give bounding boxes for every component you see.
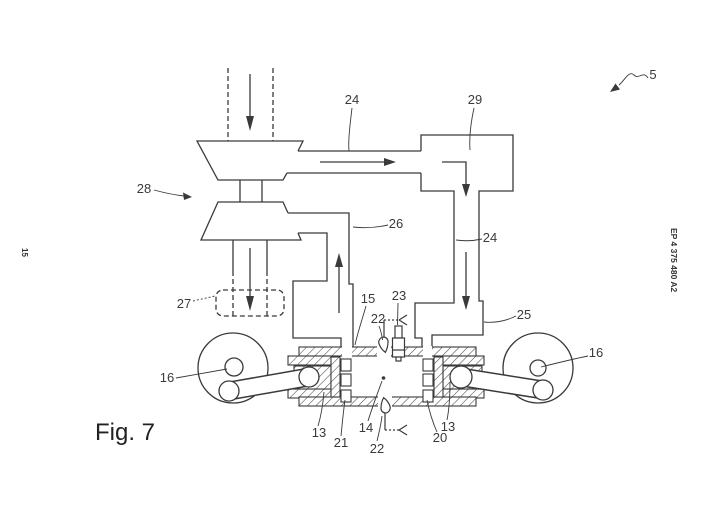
outlet-silencer-box (215, 289, 285, 317)
leader-25 (483, 315, 517, 323)
turbo-shaft (239, 180, 263, 202)
leader-13-left (317, 391, 325, 427)
piston-left-crown (330, 356, 341, 398)
leader-27 (192, 295, 216, 302)
injector-tip (395, 356, 402, 362)
leader-16-left (175, 368, 228, 379)
ref-25: 25 (517, 307, 531, 322)
ref-16-right: 16 (589, 345, 603, 360)
junction-downpipe-intakebox (414, 134, 514, 347)
exhaust-duct (288, 212, 354, 347)
valve-bottom-fork-icon (398, 424, 408, 436)
leader-13-right (446, 381, 451, 421)
inlet-dashed-lines (227, 68, 274, 141)
valve-bottom-shape (380, 396, 391, 414)
injector-stem (394, 325, 403, 339)
ref-15: 15 (361, 291, 375, 306)
port-left-top (340, 358, 352, 372)
port-right-top (422, 358, 434, 372)
crankshaft-right (529, 359, 547, 377)
injector-leader (397, 302, 399, 326)
inlet-flow-arrowhead-icon (246, 116, 254, 131)
top-duct-arrowhead-icon (384, 158, 396, 166)
ref-13-left: 13 (312, 425, 326, 440)
junction-arrowhead-icon (462, 184, 470, 197)
intake-channel-gap-right (423, 346, 432, 358)
conrod-right-fill (453, 369, 551, 398)
ref-20: 20 (433, 430, 447, 445)
ref-14: 14 (359, 420, 373, 435)
outlet-flow-arrowhead-icon (246, 296, 254, 311)
exhaust-riser (288, 212, 354, 347)
crank-drive-right (449, 332, 574, 404)
crank-drive-left (197, 332, 320, 404)
ref-5: 5 (649, 67, 656, 82)
valvetrain (378, 302, 408, 436)
conrod-left-fill (221, 369, 317, 399)
injector-body (391, 337, 406, 358)
leader-15 (354, 305, 367, 346)
piston-pin-left (298, 366, 320, 388)
ref-29: 29 (468, 92, 482, 107)
leader-5-arrowhead-icon (610, 83, 620, 92)
leader-28-arrowhead-icon (183, 192, 192, 200)
port-right-bottom (422, 389, 434, 403)
junction-internal-line (442, 161, 467, 184)
ref-16-left: 16 (160, 370, 174, 385)
piston-right-crown (433, 356, 444, 398)
ref-27: 27 (177, 296, 191, 311)
leader-20 (426, 399, 438, 433)
ref-23: 23 (392, 288, 406, 303)
figure-caption: Fig. 7 (95, 419, 155, 446)
ref-28: 28 (137, 181, 151, 196)
ref-13-right: 13 (441, 419, 455, 434)
turbo-lower-wheel (199, 201, 302, 241)
leader-lines (153, 73, 649, 442)
ref-26: 26 (389, 216, 403, 231)
ref-22-top: 22 (371, 311, 385, 326)
leader-21 (340, 399, 346, 437)
exhaust-arrowhead-icon (335, 253, 343, 267)
leader-29 (469, 107, 475, 151)
transfer-channel-gap-left (342, 346, 352, 358)
port-left-mid (340, 373, 352, 387)
charge-air-circuit (287, 134, 514, 347)
valve-top-fork-icon (398, 314, 408, 326)
flywheel-left (197, 332, 269, 404)
piston-pin-right (449, 365, 473, 389)
ref-24-top: 24 (345, 92, 359, 107)
leader-22-bottom (376, 415, 383, 442)
flywheel-right (502, 332, 574, 404)
chamber-reference-dot (381, 376, 386, 380)
crankpin-left (218, 380, 240, 402)
crankshaft-left (224, 357, 244, 377)
leader-24-right (455, 238, 483, 242)
top-duct (287, 150, 421, 174)
ref-22-bottom: 22 (370, 441, 384, 456)
leader-24-top (348, 107, 353, 152)
leader-22-top (378, 325, 383, 341)
outlet-lines-solid (232, 240, 268, 271)
turbocharger-group (195, 68, 305, 317)
leader-5 (618, 73, 649, 86)
margin-line-number: 15 (20, 248, 29, 257)
ref-21: 21 (334, 435, 348, 450)
crankpin-right (532, 379, 554, 401)
sheet-header-vertical: EP 4 375 480 A2 (669, 228, 679, 293)
leader-16-right (540, 355, 589, 368)
valve-top-shape (378, 336, 389, 354)
leader-28 (153, 189, 185, 197)
port-left-bottom (340, 389, 352, 403)
cylinder-ports (340, 358, 434, 403)
leader-14 (367, 380, 383, 422)
ref-24-right: 24 (483, 230, 497, 245)
turbo-upper-wheel (195, 140, 305, 181)
downpipe-arrowhead-icon (462, 296, 470, 310)
leader-26 (352, 224, 389, 229)
port-right-mid (422, 373, 434, 387)
reference-numerals: 5 24 29 28 26 24 27 15 23 22 25 16 16 13… (137, 67, 657, 456)
